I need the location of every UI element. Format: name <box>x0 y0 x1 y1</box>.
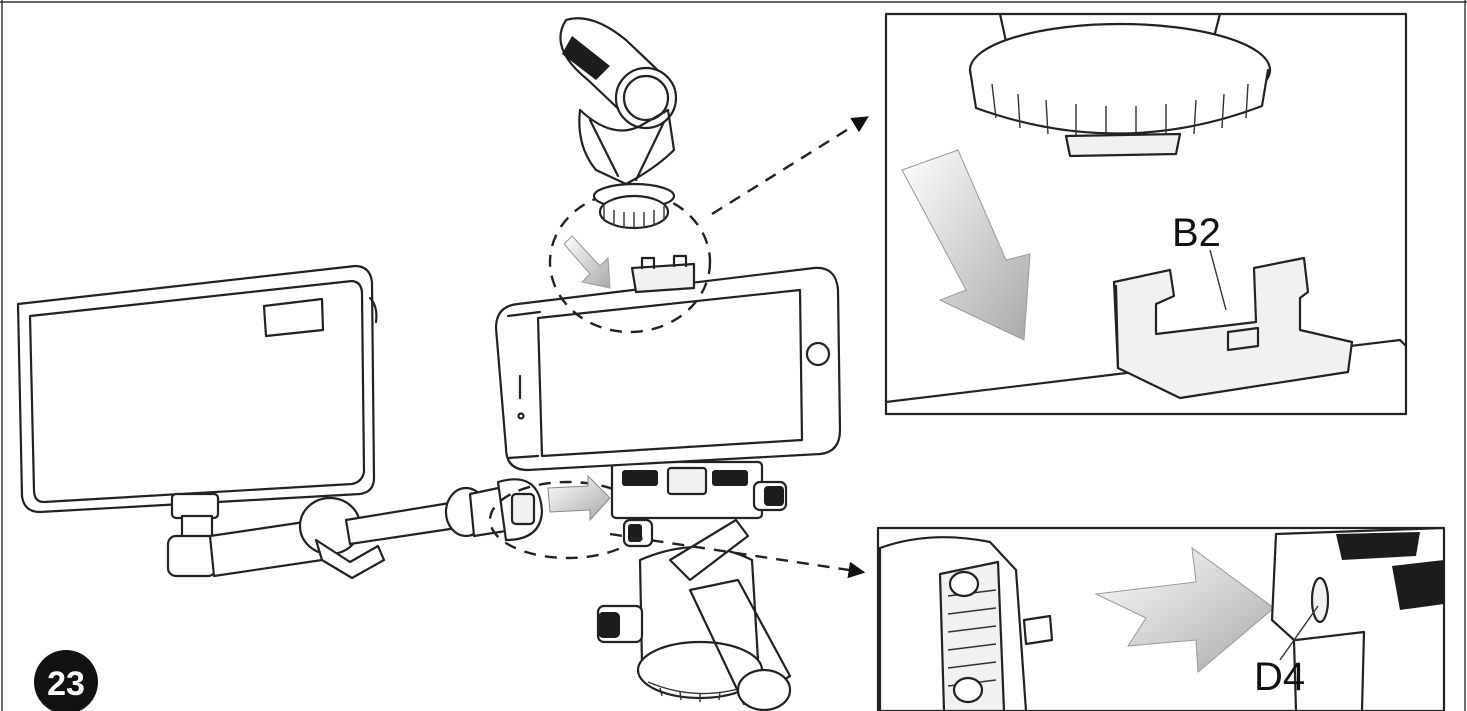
panning-handle <box>688 578 792 706</box>
cold-shoe-mount <box>630 254 696 294</box>
cold-shoe-adapter <box>1112 256 1354 400</box>
shotgun-microphone <box>559 17 678 230</box>
step-number-badge: 23 <box>34 650 98 711</box>
phone-screen <box>536 288 804 458</box>
detail-inset-top: B2 <box>884 12 1408 416</box>
tripod-ball-head <box>596 460 792 711</box>
smartphone <box>494 266 842 472</box>
insert-arrow-small <box>547 474 611 522</box>
leader-line-top <box>711 116 869 216</box>
callout-d4: D4 <box>1254 655 1305 699</box>
mount-arrow-small <box>563 235 611 289</box>
magic-arm <box>166 478 544 580</box>
step-number: 23 <box>47 665 85 703</box>
mount-arrow-large <box>901 149 1031 341</box>
insert-arrow-large <box>1094 546 1275 674</box>
detail-circle-shoe <box>548 190 712 334</box>
home-button <box>805 341 831 367</box>
led-display-window <box>262 297 325 338</box>
callout-b2: B2 <box>1172 211 1221 255</box>
led-panel-light <box>16 264 378 514</box>
leader-line-bottom <box>609 532 866 579</box>
detail-inset-bottom: D4 <box>876 526 1446 711</box>
